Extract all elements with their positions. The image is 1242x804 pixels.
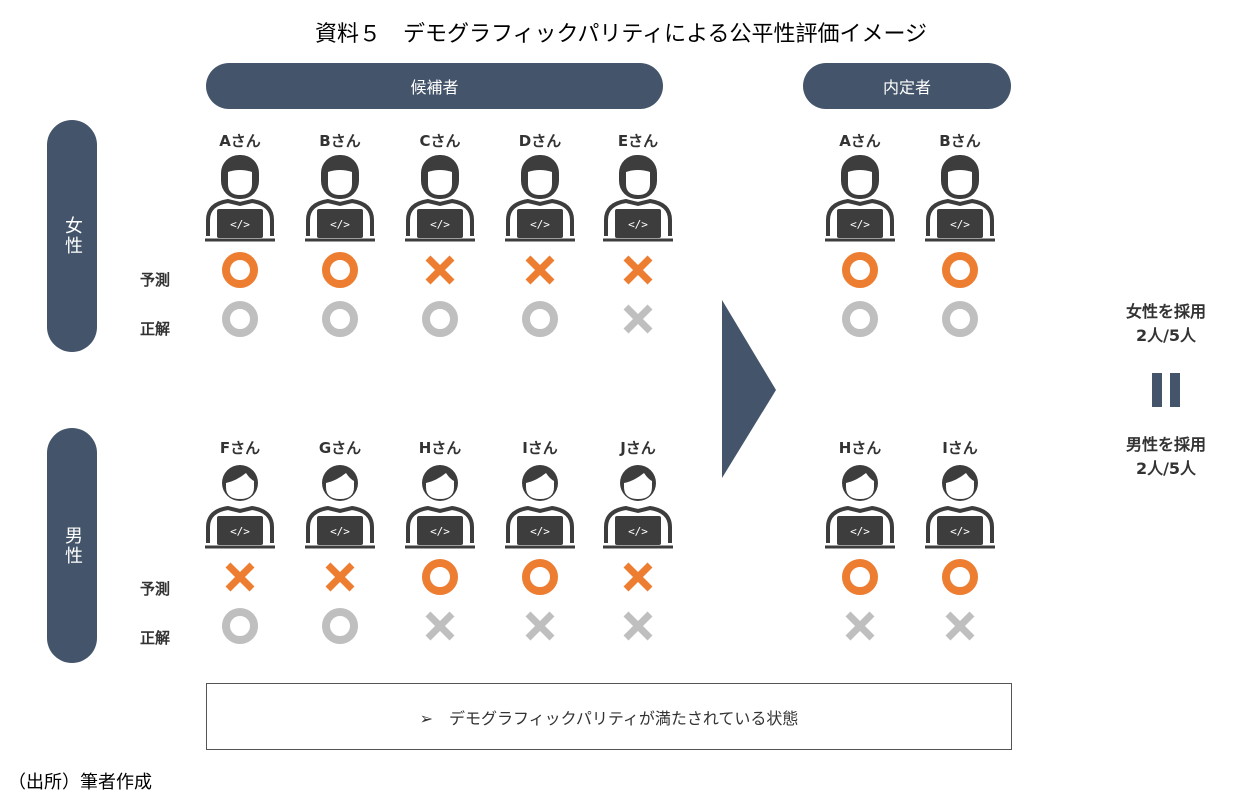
prediction-cross-icon <box>520 250 560 294</box>
diagram-title: 資料５ デモグラフィックパリティによる公平性評価イメージ <box>314 22 928 47</box>
svg-text:</>: </> <box>330 218 350 231</box>
truth-circle-icon <box>420 299 460 343</box>
female-truth-label: 正解 <box>140 320 171 338</box>
truth-cross-icon <box>618 606 658 650</box>
male-person-icon: </> <box>502 459 578 555</box>
candidate-name: Bさん <box>939 132 981 150</box>
male-truth-label: 正解 <box>140 629 171 647</box>
candidate-name: Iさん <box>522 439 558 457</box>
svg-text:</>: </> <box>530 218 550 231</box>
male-summary-ratio: 2人/5人 <box>1135 459 1197 478</box>
male-person-icon: </> <box>600 459 676 555</box>
male-prediction-label: 予測 <box>140 580 171 598</box>
candidate-name: Hさん <box>418 439 462 457</box>
female-person-icon: </> <box>402 152 478 248</box>
svg-text:</>: </> <box>430 218 450 231</box>
candidate-name: Cさん <box>419 132 461 150</box>
candidate-name: Bさん <box>319 132 361 150</box>
female-group-label: 女性 <box>47 120 97 352</box>
svg-text:</>: </> <box>230 218 250 231</box>
prediction-circle-icon <box>840 250 880 294</box>
prediction-cross-icon <box>618 557 658 601</box>
truth-circle-icon <box>520 299 560 343</box>
svg-text:</>: </> <box>628 218 648 231</box>
svg-text:</>: </> <box>430 525 450 538</box>
truth-cross-icon <box>618 299 658 343</box>
svg-text:</>: </> <box>950 218 970 231</box>
female-person-icon: </> <box>822 152 898 248</box>
candidate-name: Dさん <box>518 132 562 150</box>
male-summary: 男性を採用 2人/5人 <box>1096 433 1236 481</box>
male-person-icon: </> <box>202 459 278 555</box>
svg-text:</>: </> <box>850 525 870 538</box>
male-group-label: 男性 <box>47 428 97 663</box>
truth-cross-icon <box>940 606 980 650</box>
candidate-name: Gさん <box>318 439 362 457</box>
candidate-name: Aさん <box>219 132 261 150</box>
conclusion-box: ➢ デモグラフィックパリティが満たされている状態 <box>206 683 1012 750</box>
prediction-circle-icon <box>840 557 880 601</box>
truth-circle-icon <box>220 606 260 650</box>
prediction-cross-icon <box>420 250 460 294</box>
female-person-icon: </> <box>502 152 578 248</box>
prediction-circle-icon <box>320 250 360 294</box>
candidate-name: Fさん <box>219 439 261 457</box>
truth-cross-icon <box>520 606 560 650</box>
male-person-icon: </> <box>402 459 478 555</box>
candidate-name: Eさん <box>617 132 659 150</box>
svg-text:</>: </> <box>530 525 550 538</box>
svg-text:</>: </> <box>850 218 870 231</box>
truth-circle-icon <box>220 299 260 343</box>
svg-text:</>: </> <box>230 525 250 538</box>
prediction-circle-icon <box>520 557 560 601</box>
prediction-cross-icon <box>320 557 360 601</box>
prediction-circle-icon <box>420 557 460 601</box>
female-summary-ratio: 2人/5人 <box>1135 326 1197 345</box>
candidate-name: Iさん <box>942 439 978 457</box>
hired-header: 内定者 <box>803 63 1011 109</box>
truth-circle-icon <box>320 606 360 650</box>
male-person-icon: </> <box>922 459 998 555</box>
female-summary: 女性を採用 2人/5人 <box>1096 300 1236 348</box>
truth-circle-icon <box>940 299 980 343</box>
female-person-icon: </> <box>202 152 278 248</box>
male-person-icon: </> <box>302 459 378 555</box>
prediction-circle-icon <box>940 557 980 601</box>
male-summary-label: 男性を採用 <box>1125 435 1206 454</box>
prediction-cross-icon <box>618 250 658 294</box>
male-person-icon: </> <box>822 459 898 555</box>
candidate-name: Jさん <box>620 439 656 457</box>
svg-text:</>: </> <box>330 525 350 538</box>
candidate-name: Hさん <box>838 439 882 457</box>
equals-icon <box>1152 373 1180 407</box>
truth-circle-icon <box>840 299 880 343</box>
truth-cross-icon <box>840 606 880 650</box>
svg-text:</>: </> <box>628 525 648 538</box>
candidate-name: Aさん <box>839 132 881 150</box>
arrow-right-icon <box>722 300 776 478</box>
female-person-icon: </> <box>922 152 998 248</box>
prediction-circle-icon <box>220 250 260 294</box>
prediction-cross-icon <box>220 557 260 601</box>
svg-text:</>: </> <box>950 525 970 538</box>
female-summary-label: 女性を採用 <box>1125 302 1206 321</box>
prediction-circle-icon <box>940 250 980 294</box>
truth-circle-icon <box>320 299 360 343</box>
female-person-icon: </> <box>302 152 378 248</box>
female-prediction-label: 予測 <box>140 271 171 289</box>
candidates-header: 候補者 <box>206 63 663 109</box>
truth-cross-icon <box>420 606 460 650</box>
source-note: （出所）筆者作成 <box>8 772 152 793</box>
female-person-icon: </> <box>600 152 676 248</box>
